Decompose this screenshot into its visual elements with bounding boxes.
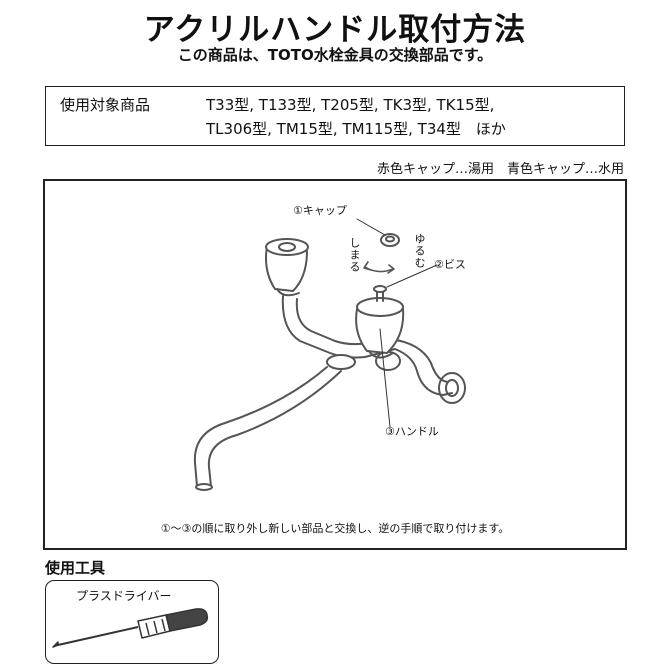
cap [380,233,400,247]
replacement-instruction: ①～③の順に取り外し新しい部品と交換し、逆の手順で取り付けます。 [160,522,510,535]
screw [373,285,387,302]
cap-color-note: 赤色キャップ…湯用 青色キャップ…水用 [376,162,624,177]
tools-box: プラスドライバー [45,580,219,664]
callout-cap: ①キャップ [293,204,347,217]
tighten-label: しまる [348,237,361,273]
faucet-illustration [193,218,466,491]
left-handle [265,238,309,297]
models-list-line-1: T33型, T133型, T205型, TK3型, TK15型, [206,96,495,114]
screwdriver-icon [52,608,209,648]
callout-handle: ③ハンドル [385,425,439,438]
page-subtitle: この商品は、TOTO水栓金具の交換部品です。 [177,46,493,64]
right-handle [355,297,405,359]
loosen-label: ゆるむ [413,233,426,269]
spout [193,366,342,491]
models-label: 使用対象商品 [60,96,151,114]
page-title: アクリルハンドル取付方法 [143,12,527,48]
tools-heading: 使用工具 [45,559,106,577]
wall-flange [438,372,466,404]
callout-screw: ②ビス [434,258,466,271]
models-list-line-2: TL306型, TM15型, TM115型, T34型 ほか [206,120,506,138]
tool-label: プラスドライバー [76,589,172,603]
installation-diagram: ①キャップ ②ビス ③ハンドル しまる ゆるむ ①～③の順に取り外し新しい部品と… [43,179,627,550]
applicable-models-box: 使用対象商品 T33型, T133型, T205型, TK3型, TK15型, … [45,86,625,146]
